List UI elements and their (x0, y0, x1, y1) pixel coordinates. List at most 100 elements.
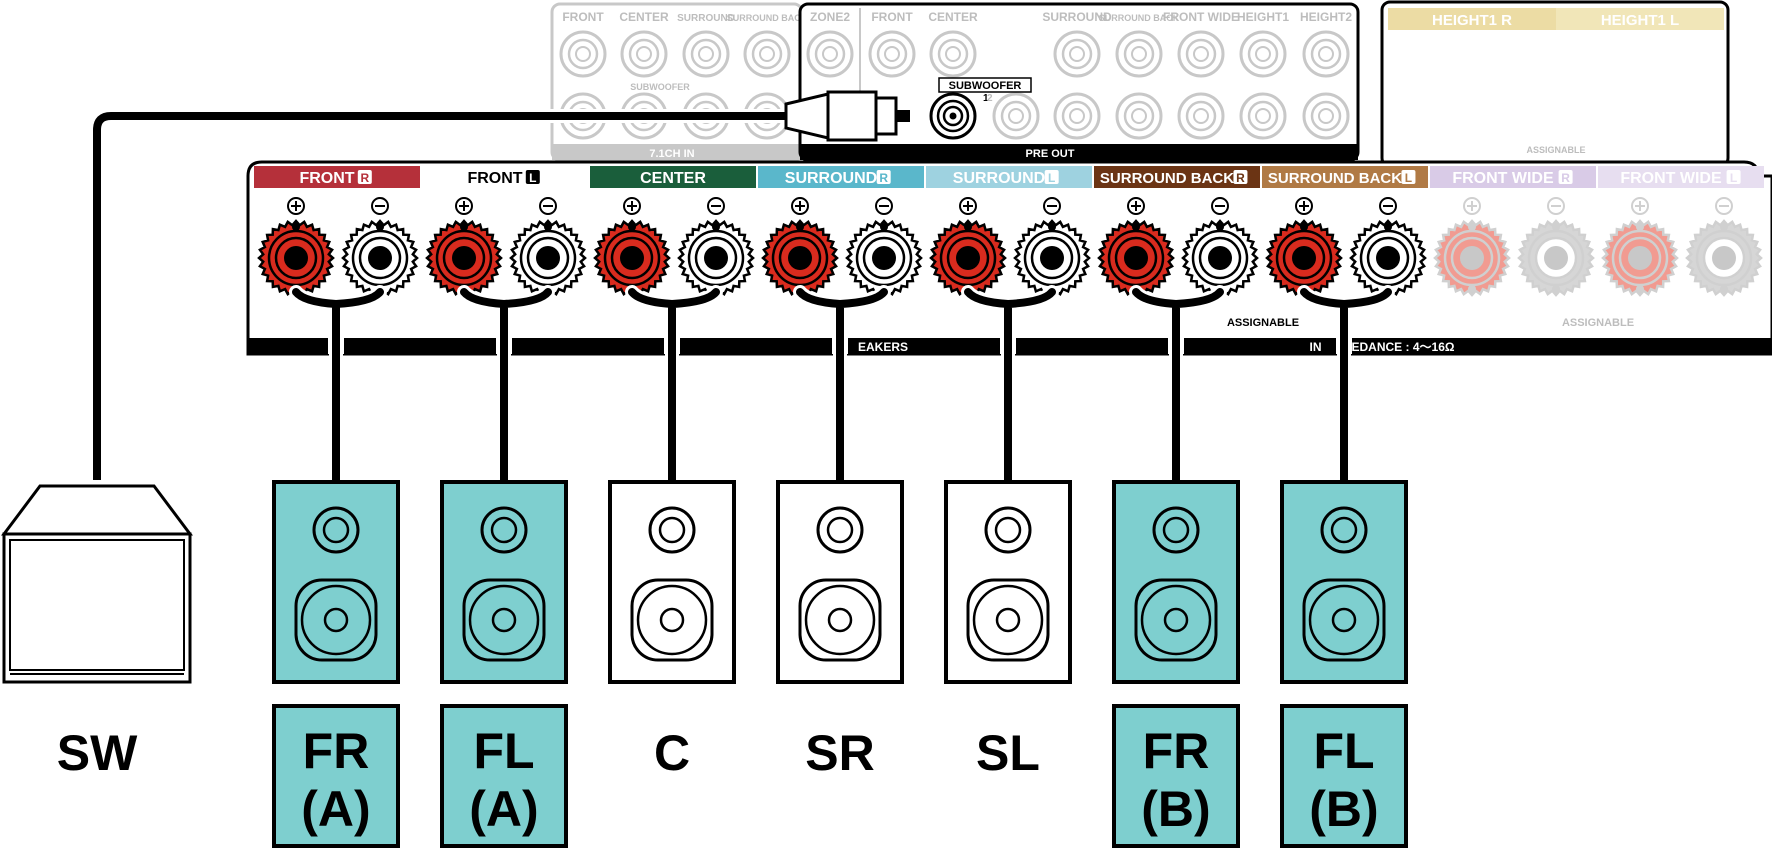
channel-side-badge: R (1236, 171, 1245, 185)
zone-label: SURROUND (1042, 10, 1112, 24)
rca-in-jack (559, 30, 607, 78)
speaker-label-text: FL (473, 723, 534, 779)
speaker-label-text: (B) (1309, 781, 1378, 837)
subwoofer-speaker (1, 484, 193, 684)
speakers (1, 480, 1408, 684)
speaker-label-text: C (654, 725, 690, 781)
in-label-surround-back: SURROUND BACK (727, 13, 808, 23)
speaker-label-sw: SW (57, 725, 138, 781)
speaker-label-text: FR (303, 723, 370, 779)
speaker-wire (1300, 288, 1392, 486)
channel-side-badge: L (529, 171, 536, 185)
speaker-wire (796, 288, 888, 486)
channel-side-badge: L (1730, 171, 1737, 185)
in-label-front: FRONT (562, 10, 604, 24)
rca-pre-jack (1115, 30, 1163, 78)
speaker-wires (289, 285, 1395, 489)
rca-pre-jack (1302, 30, 1350, 78)
sub-num-2: 2 (987, 93, 993, 104)
in-label-subwoofer: SUBWOOFER (630, 82, 690, 92)
in-label-surround: SURROUND (677, 13, 735, 24)
rca-pre-jack (1053, 92, 1101, 140)
rca-pre-jack (868, 30, 916, 78)
positive-terminal (1097, 197, 1175, 297)
sub-num-1: 1 (983, 93, 989, 104)
speaker-label-text: (B) (1141, 781, 1210, 837)
negative-terminal (1013, 197, 1091, 297)
assignable-label-1: ASSIGNABLE (1227, 317, 1299, 329)
speaker-label-text: (A) (301, 781, 370, 837)
positive-terminal (1433, 197, 1511, 297)
speaker-cabinet (944, 480, 1072, 684)
negative-terminal (845, 197, 923, 297)
channel-side-badge: R (360, 171, 369, 185)
rca-pre-jack (1053, 30, 1101, 78)
channel-header-label: SURROUND BACK (1100, 170, 1234, 187)
speaker-wire (628, 288, 720, 486)
subwoofer-jack-1 (929, 92, 977, 140)
speaker-label-text: FR (1143, 723, 1210, 779)
speaker-wire (1132, 288, 1224, 486)
channel-header-label: SURROUND BACK (1268, 170, 1402, 187)
channel-header-label: SURROUND (953, 170, 1045, 187)
positive-terminal (761, 197, 839, 297)
channel-header-label: FRONT WIDE (1620, 170, 1722, 187)
subwoofer-cable (90, 90, 977, 480)
pre-out-label: PRE OUT (1026, 148, 1075, 160)
speaker-label-box (440, 704, 568, 848)
channel-side-badge: R (879, 171, 888, 185)
rca-pre-jack (1239, 30, 1287, 78)
speaker-cabinet (1280, 480, 1408, 684)
zone-label: FRONT (871, 10, 913, 24)
rca-pre-jack (1177, 92, 1225, 140)
speaker-cabinet (440, 480, 568, 684)
speaker-label-box (1112, 704, 1240, 848)
negative-terminal (1349, 197, 1427, 297)
channel-header-label: FRONT WIDE (1452, 170, 1554, 187)
in-footer-label: 7.1CH IN (649, 148, 694, 160)
assignable-label-2: ASSIGNABLE (1562, 317, 1634, 329)
zone-label: ZONE2 (810, 10, 850, 24)
speakers-text: EAKERS (858, 340, 908, 354)
subwoofer-box-label: SUBWOOFER (949, 80, 1022, 92)
positive-terminal (593, 197, 671, 297)
zone-label: CENTER (928, 10, 978, 24)
positive-terminal (1265, 197, 1343, 297)
height-header: HEIGHT1 L (1601, 12, 1679, 29)
rca-pre-jack (1115, 92, 1163, 140)
speaker-cabinet (608, 480, 736, 684)
rca-in-jack (743, 30, 791, 78)
rca-in-jack (682, 30, 730, 78)
speaker-cabinet (272, 480, 400, 684)
channel-side-badge: R (1561, 171, 1570, 185)
speaker-label-box (1280, 704, 1408, 848)
speaker-wire (460, 288, 552, 486)
zone-label: FRONT WIDE (1163, 10, 1239, 24)
channel-header-label: SURROUND (785, 170, 877, 187)
height-assignable: ASSIGNABLE (1526, 145, 1585, 155)
channel-side-badge: L (1048, 171, 1055, 185)
impedance-text: IN EDANCE : 4～16Ω (1310, 340, 1455, 354)
rca-pre-jack (992, 92, 1040, 140)
speaker-label-text: SL (976, 725, 1040, 781)
positive-terminal (929, 197, 1007, 297)
speaker-wire (964, 288, 1056, 486)
height-header: HEIGHT1 R (1432, 12, 1512, 29)
rca-in-jack (620, 30, 668, 78)
negative-terminal (677, 197, 755, 297)
speaker-cabinet (1112, 480, 1240, 684)
rca-pre-jack (1177, 30, 1225, 78)
speaker-label-box (272, 704, 400, 848)
positive-terminal (1601, 197, 1679, 297)
channel-side-badge: L (1405, 171, 1412, 185)
channel-header-label: CENTER (640, 170, 706, 187)
in-label-center: CENTER (619, 10, 669, 24)
negative-terminal (1685, 197, 1763, 297)
speaker-label-text: FL (1313, 723, 1374, 779)
speaker-label-text: SR (805, 725, 874, 781)
channel-header-label: FRONT (467, 170, 522, 187)
negative-terminal (1517, 197, 1595, 297)
rca-pre-jack (929, 30, 977, 78)
